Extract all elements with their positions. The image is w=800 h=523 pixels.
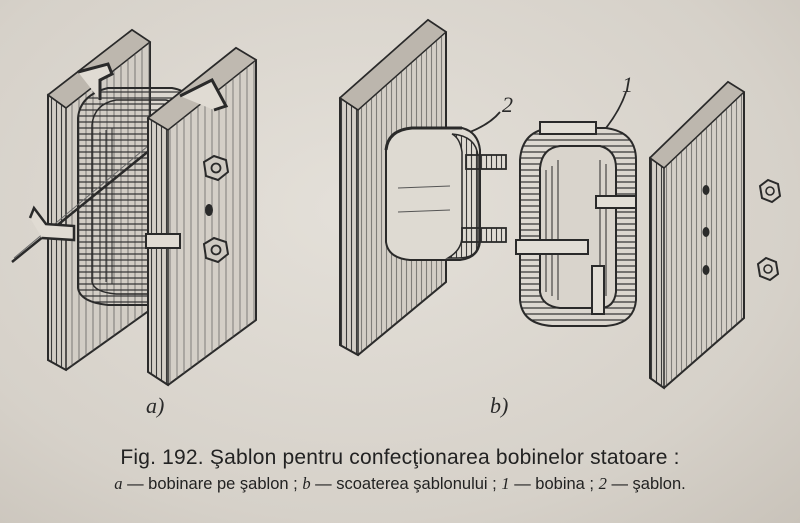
legend-b-key: b bbox=[302, 474, 311, 493]
panel-a-clip-left bbox=[28, 205, 76, 242]
panel-a-bolt-hole bbox=[205, 204, 213, 216]
panel-b-assembly bbox=[338, 18, 782, 390]
panel-a-clip-middle bbox=[145, 233, 181, 249]
panel-b-right-plate bbox=[648, 80, 746, 390]
panel-a-clip-top-left bbox=[77, 62, 114, 100]
legend-1-key: 1 bbox=[501, 474, 510, 493]
panel-a-nut-bottom bbox=[202, 236, 230, 264]
loose-nut-bottom bbox=[756, 256, 780, 282]
panel-a-front-plate bbox=[146, 46, 258, 387]
caption-title: Fig. 192. Şablon pentru confecţionarea b… bbox=[120, 446, 680, 469]
legend-a-text: — bobinare pe şablon ; bbox=[127, 475, 298, 493]
callout-2-leader bbox=[469, 111, 501, 133]
legend-2-key: 2 bbox=[598, 474, 607, 493]
template-illustration: 2 1 bbox=[11, 18, 782, 390]
loose-nut-top bbox=[758, 178, 782, 204]
coil-tie-top bbox=[539, 121, 597, 135]
finished-coil bbox=[519, 127, 637, 327]
legend-2-text: — şablon. bbox=[611, 475, 686, 493]
callout-2-label: 2 bbox=[502, 92, 513, 117]
coil-tie-right bbox=[595, 195, 637, 209]
panel-a-assembly bbox=[11, 28, 258, 387]
panel-a-nut-top bbox=[202, 154, 230, 182]
caption-legend: a — bobinare pe şablon ; b — scoaterea ş… bbox=[0, 474, 800, 494]
panel-a-clip-top-right bbox=[179, 78, 229, 112]
callout-1-label: 1 bbox=[622, 72, 633, 97]
legend-b-text: — scoaterea şablonului ; bbox=[315, 475, 497, 493]
legend-a-key: a bbox=[114, 474, 123, 493]
coil-tie-left bbox=[515, 239, 589, 255]
coil-tie-bottom bbox=[591, 265, 605, 315]
template-stud-top bbox=[465, 154, 507, 170]
panel-a-wire bbox=[11, 149, 151, 263]
panel-b-label: b) bbox=[490, 393, 509, 418]
figure-caption: Fig. 192. Şablon pentru confecţionarea b… bbox=[0, 446, 800, 494]
panel-a-label: a) bbox=[146, 393, 165, 418]
callout-1-leader bbox=[605, 91, 627, 129]
legend-1-text: — bobina ; bbox=[514, 475, 595, 493]
template-stud-bottom bbox=[461, 227, 507, 243]
